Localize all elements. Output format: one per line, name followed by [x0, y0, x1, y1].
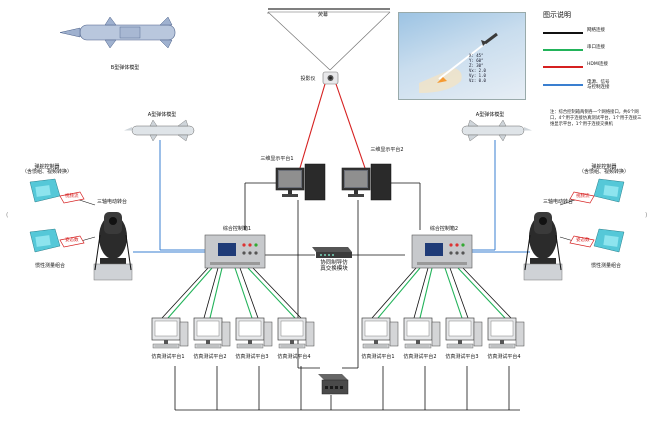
network-switch	[318, 374, 349, 395]
sim-platform-label: 仿真测试平台2	[403, 354, 437, 360]
left-turntable	[93, 212, 133, 281]
left-video-tag-shape	[59, 191, 85, 204]
right-controller-label: 弹舵控制器 （含惯组、视频转换）	[578, 164, 630, 175]
sim-platform-label: 仿真测试平台2	[193, 354, 227, 360]
b-type-missile-model	[59, 16, 176, 49]
left-turntable-label: 三轴电动转台	[96, 199, 128, 205]
left-rudder-controller	[29, 178, 61, 203]
readout-line: Z: 30°	[469, 63, 484, 68]
right-rudder-controller	[593, 178, 625, 203]
projection-screen	[267, 8, 391, 71]
legend-note: 注：综合控制箱两侧各一个网络接口，共6个网口，4个用于连接仿真测试平台，1个用于…	[550, 110, 642, 127]
sim-platform-label: 仿真测试平台1	[361, 354, 395, 360]
right-turntable	[523, 212, 563, 281]
legend-title: 图示说明	[543, 11, 571, 19]
left-controller-label: 弹舵控制器 （含惯组、视频转换）	[21, 164, 73, 175]
sim-platform-label: 仿真测试平台4	[277, 354, 311, 360]
sim-platform-label: 仿真测试平台4	[487, 354, 521, 360]
flight-display-photo: X: 45° Y: 60° Z: 30° Vx: 2.0 Vy: 1.0 Vz:…	[398, 12, 526, 100]
readout-line: Vx: 2.0	[469, 68, 486, 73]
readout-line: Y: 60°	[469, 58, 484, 63]
flight-readout: X: 45° Y: 60° Z: 30° Vx: 2.0 Vy: 1.0 Vz:…	[469, 53, 486, 83]
right-a-type-missile	[461, 119, 532, 142]
svg-text:(: (	[6, 212, 8, 219]
right-imu-label: 惯性测量组合	[590, 263, 622, 269]
right-imu	[593, 228, 625, 253]
b-type-missile-label: B型弹体模型	[110, 65, 140, 71]
legend-label: HDMI连接	[587, 62, 609, 67]
left-imu-label: 惯性测量组合	[34, 263, 66, 269]
control-box-1-label: 综合控制箱1	[222, 226, 252, 232]
readout-line: Vy: 1.0	[469, 73, 486, 78]
right-video-tag: 视频流	[576, 194, 590, 199]
svg-text:): )	[645, 212, 647, 219]
left-missile-label: A型弹体模型	[147, 112, 177, 118]
legend-swatch	[543, 66, 583, 68]
readout-line: X: 45°	[469, 53, 484, 58]
display1-label: 三维显示平台1	[260, 156, 294, 162]
left-a-type-missile	[124, 119, 195, 142]
sim-test-platform-right-4	[487, 317, 525, 349]
sim-test-platform-right-3	[445, 317, 483, 349]
right-missile-label: A型弹体模型	[475, 112, 505, 118]
legend-swatch	[543, 84, 583, 86]
projector-label: 投影仪	[300, 76, 316, 82]
sim-test-platform-right-2	[403, 317, 441, 349]
control-box-2-label: 综合控制箱2	[429, 226, 459, 232]
right-video-tag-shape	[569, 191, 595, 204]
display2-label: 三维显示平台2	[370, 147, 404, 153]
right-turntable-label: 三轴电动转台	[542, 199, 574, 205]
sim-test-platform-left-2	[193, 317, 231, 349]
legend-label: 电源、信号 与控制连接	[587, 80, 610, 90]
left-imu	[29, 228, 61, 253]
screen-label: 荧幕	[317, 12, 329, 18]
sim-test-platform-right-1	[361, 317, 399, 349]
readout-line: Vz: 0.0	[469, 78, 486, 83]
left-sensor-tag: 姿态数	[65, 238, 79, 243]
coordination-switch	[312, 247, 352, 258]
control-box-2	[411, 234, 473, 269]
legend-label: 串口连接	[587, 45, 605, 50]
sim-test-platform-left-3	[235, 317, 273, 349]
sim-platform-label: 仿真测试平台1	[151, 354, 185, 360]
legend-swatch	[543, 49, 583, 51]
sim-platform-label: 仿真测试平台3	[445, 354, 479, 360]
right-sensor-tag-shape	[569, 235, 595, 248]
legend-swatch	[543, 32, 583, 34]
projector	[322, 71, 339, 85]
legend-label: 网络连接	[587, 28, 605, 33]
display-platform-2	[341, 163, 392, 201]
sim-platform-label: 仿真测试平台3	[235, 354, 269, 360]
left-sensor-tag-shape	[59, 235, 85, 248]
switch-label: 协同制导仿 真交换模块	[320, 260, 348, 272]
sim-test-platform-left-4	[277, 317, 315, 349]
display-platform-1	[275, 163, 326, 201]
control-box-1	[204, 234, 266, 269]
right-sensor-tag: 姿态数	[576, 238, 590, 243]
sim-test-platform-left-1	[151, 317, 189, 349]
left-video-tag: 视频流	[65, 194, 79, 199]
